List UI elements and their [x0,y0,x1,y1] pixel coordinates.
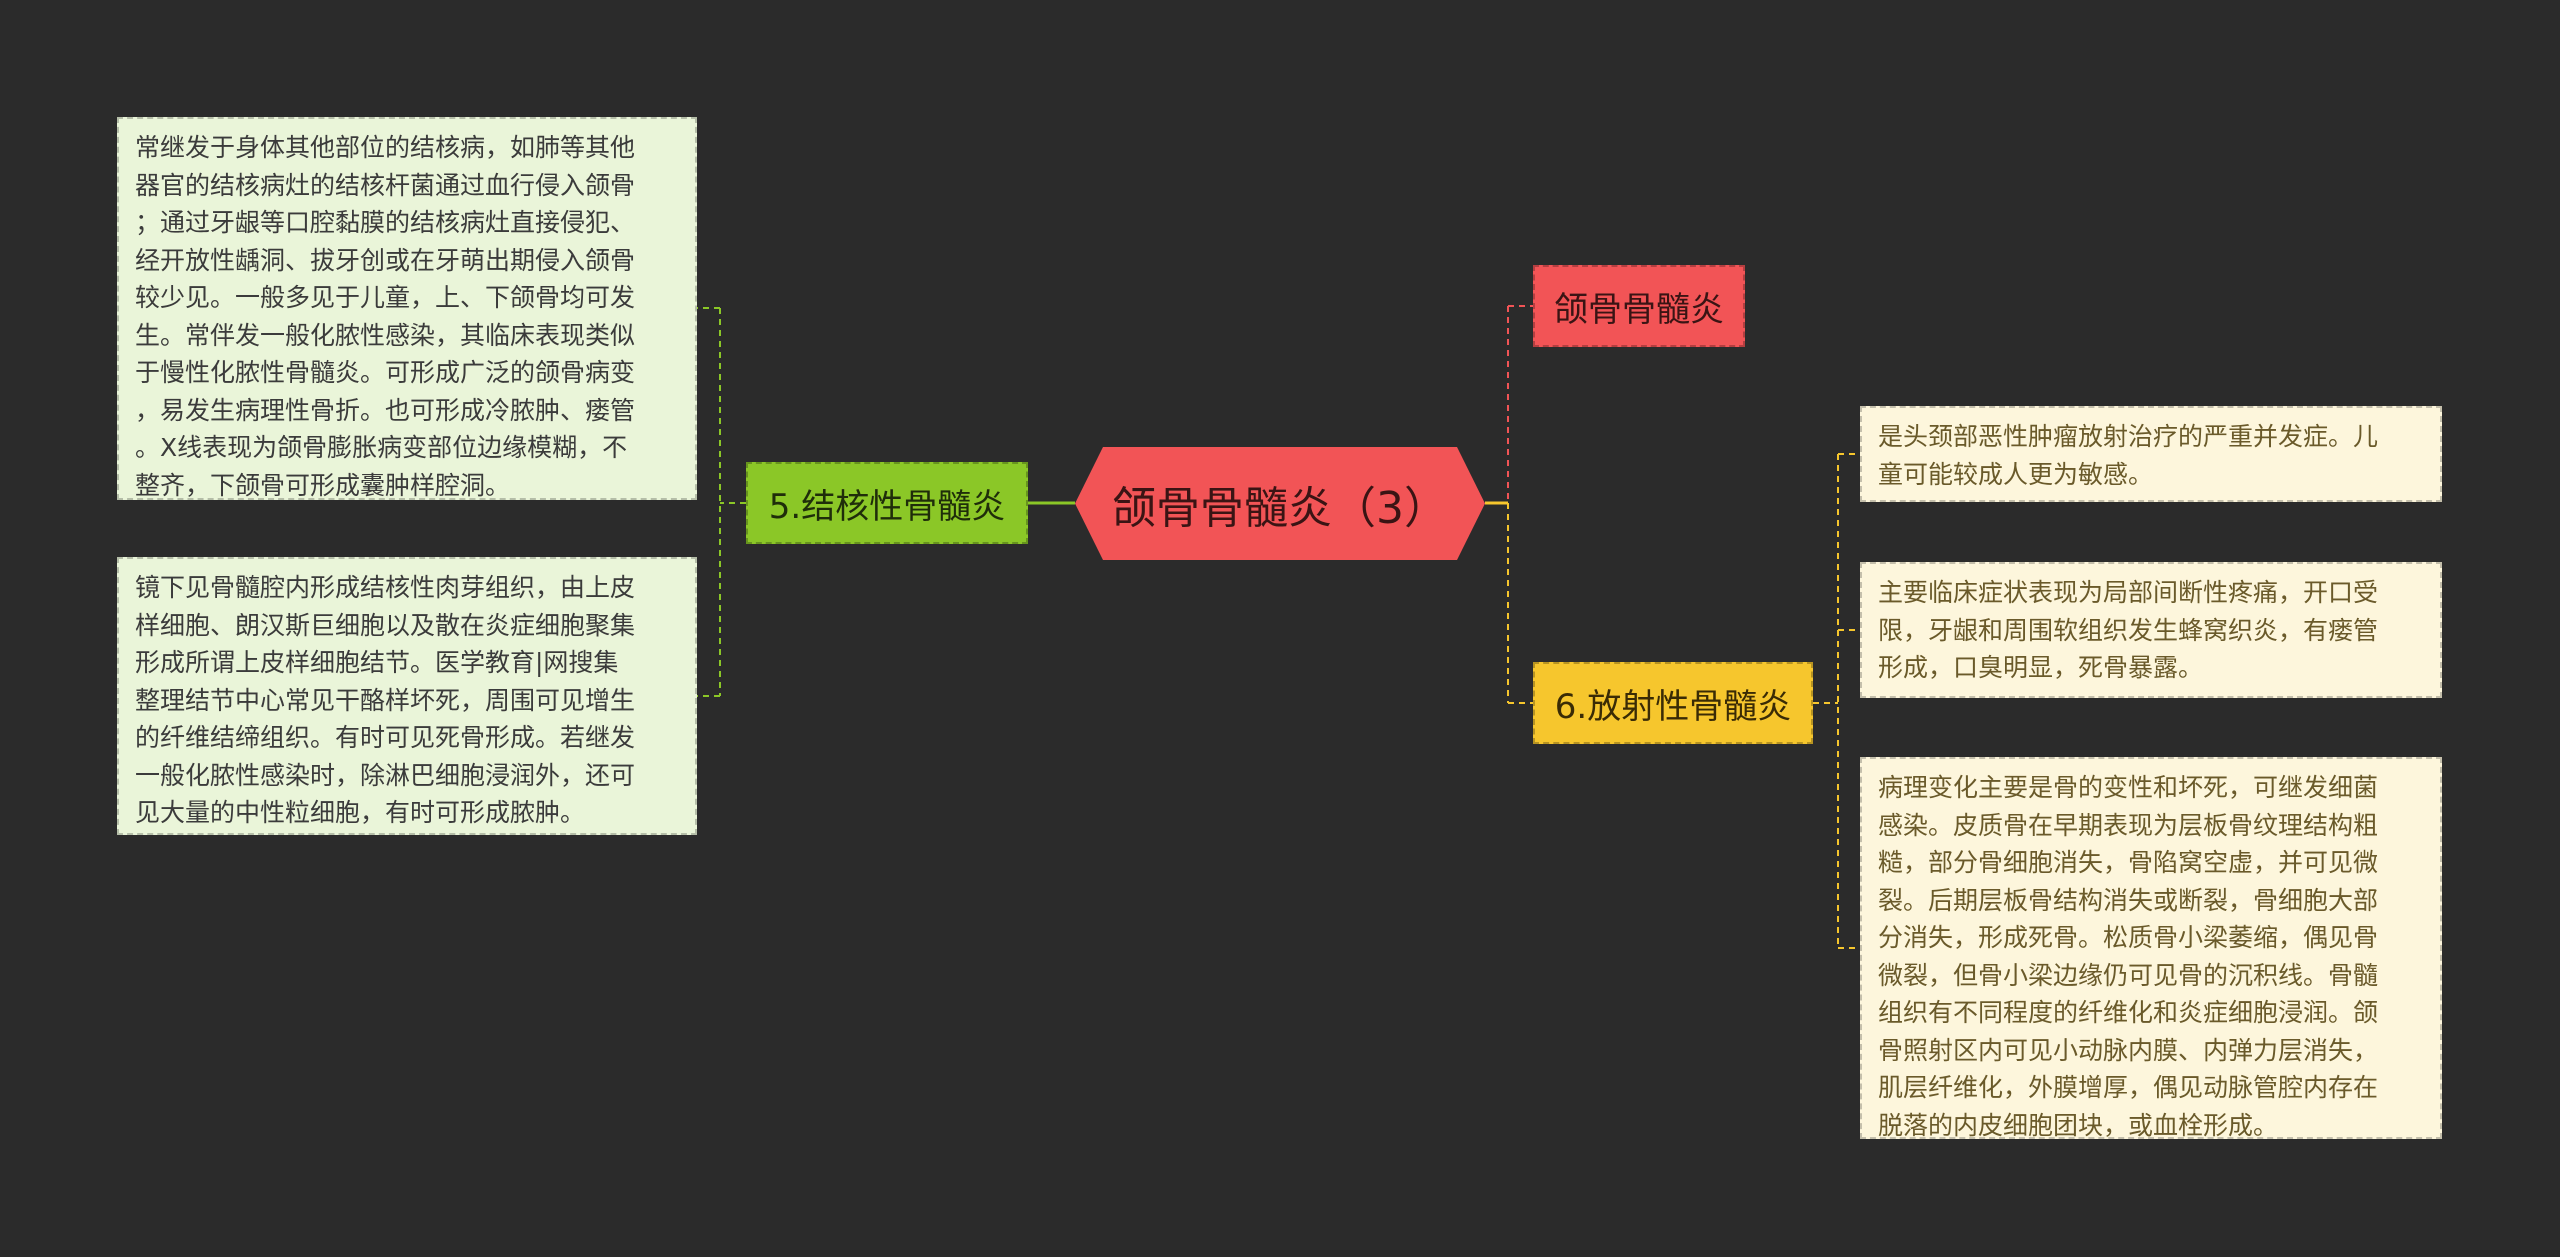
branch-title-label: 颌骨骨髓炎 [1554,289,1724,330]
branch-tuberculous-node[interactable]: 5.结核性骨髓炎 [746,462,1028,544]
connector-root-radiation [1507,503,1533,704]
connector-radiation-leaves [1813,453,1860,949]
leaf-radiation-1[interactable]: 是头颈部恶性肿瘤放射治疗的严重并发症。儿 童可能较成人更为敏感。 [1860,406,2442,502]
leaf-radiation-3[interactable]: 病理变化主要是骨的变性和坏死，可继发细菌 感染。皮质骨在早期表现为层板骨纹理结构… [1860,757,2442,1140]
root-label: 颌骨骨髓炎（3） [1112,482,1448,534]
leaf-tuberculous-1[interactable]: 常继发于身体其他部位的结核病，如肺等其他 器官的结核病灶的结核杆菌通过血行侵入颌… [117,117,697,500]
branch-tuberculous-label: 5.结核性骨髓炎 [768,486,1006,527]
branch-radiation-label: 6.放射性骨髓炎 [1554,686,1792,727]
root-hexagon-shape [1075,447,1485,560]
leaf-tuberculous-2[interactable]: 镜下见骨髓腔内形成结核性肉芽组织，由上皮 样细胞、朗汉斯巨细胞以及散在炎症细胞聚… [117,557,697,835]
connector-tuberculous-leaves [697,307,746,697]
leaf-radiation-2[interactable]: 主要临床症状表现为局部间断性疼痛，开口受 限，牙龈和周围软组织发生蜂窝织炎，有瘘… [1860,562,2442,698]
root-node[interactable]: 颌骨骨髓炎（3） [1075,447,1485,560]
connector-root-title [1485,305,1533,504]
branch-radiation-node[interactable]: 6.放射性骨髓炎 [1533,662,1813,744]
branch-title-node[interactable]: 颌骨骨髓炎 [1533,265,1745,347]
